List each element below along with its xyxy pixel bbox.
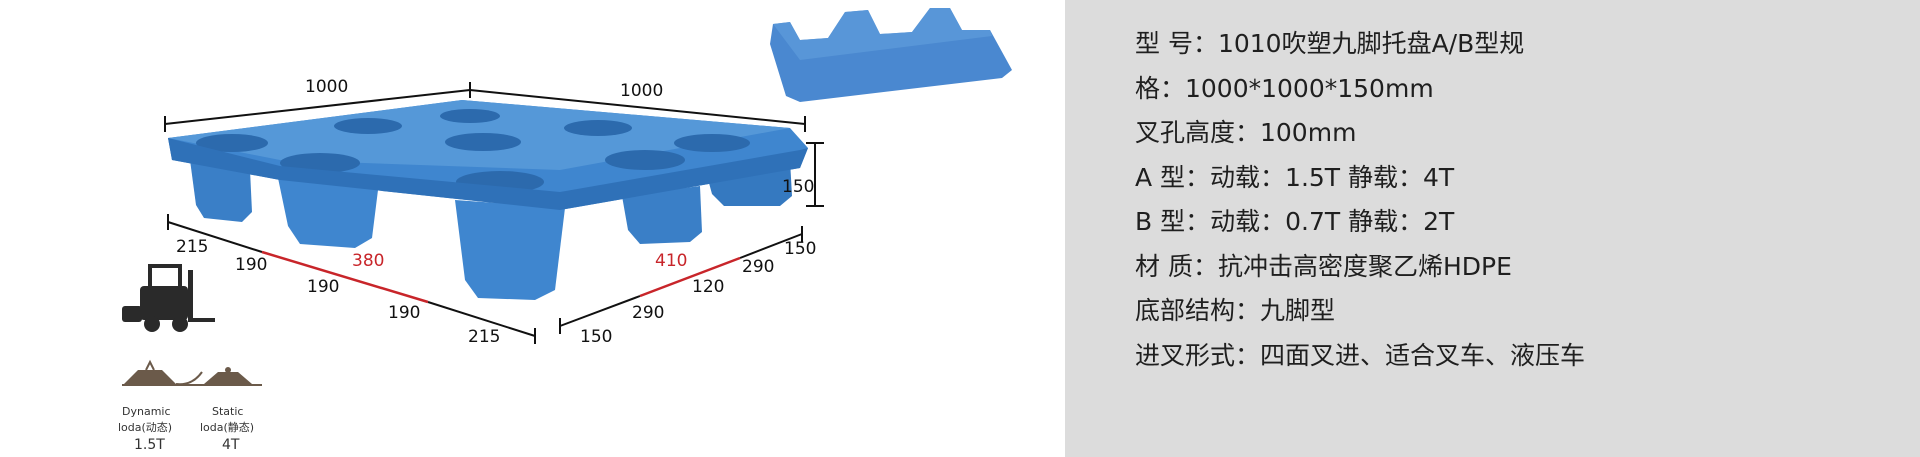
spec-material: 材 质：抗冲击高密度聚乙烯HDPE [1135,251,1512,281]
dim-right-red: 410 [655,251,687,271]
dynamic-label: Dynamic [122,405,171,418]
dim-left-4: 190 [388,303,420,323]
spec-fork-height: 叉孔高度：100mm [1135,118,1357,147]
dim-height: 150 [782,177,814,197]
dim-left-red: 380 [352,251,384,271]
dynamic-sub: loda(动态) [118,421,172,434]
pallet-diagram: 1000 1000 150 215 190 190 190 215 380 15… [118,8,1012,453]
dim-top-right: 1000 [620,81,663,101]
red-dimension-lines [261,250,741,304]
dim-left-1: 215 [176,237,208,257]
spec-type-a: A 型：动载：1.5T 静载：4T [1135,162,1455,192]
dim-right-1: 150 [580,327,612,347]
dim-right-4: 290 [742,257,774,277]
dimension-lines [164,82,824,344]
spec-model: 型 号：1010吹塑九脚托盘A/B型规 [1135,29,1525,58]
product-image-panel: 1000 1000 150 215 190 190 190 215 380 15… [118,8,1012,453]
dynamic-load-icon [122,359,262,386]
spec-panel: 型 号：1010吹塑九脚托盘A/B型规 格：1000*1000*150mm 叉孔… [1065,0,1920,457]
spec-type-b: B 型：动载：0.7T 静载：2T [1135,207,1455,236]
dim-right-2: 290 [632,303,664,323]
static-load-icon [204,367,252,384]
pallet-main-view [168,100,808,300]
spec-bottom-structure: 底部结构：九脚型 [1135,296,1336,325]
dim-right-3: 120 [692,277,724,297]
spec-entry-type: 进叉形式：四面叉进、适合叉车、液压车 [1135,340,1586,370]
pallet-side-view [770,8,1012,102]
static-label: Static [212,405,243,418]
spec-size: 格：1000*1000*150mm [1135,73,1434,103]
dynamic-value: 1.5T [134,437,165,453]
dim-top-left: 1000 [305,77,348,97]
forklift-icon [122,264,215,332]
dim-left-3: 190 [307,277,339,297]
dim-left-5: 215 [468,327,500,347]
spec-list: 型 号：1010吹塑九脚托盘A/B型规 格：1000*1000*150mm 叉孔… [1135,22,1585,378]
dim-right-5: 150 [784,239,816,259]
static-sub: loda(静态) [200,420,254,434]
dim-left-2: 190 [235,255,267,275]
static-value: 4T [222,437,240,453]
